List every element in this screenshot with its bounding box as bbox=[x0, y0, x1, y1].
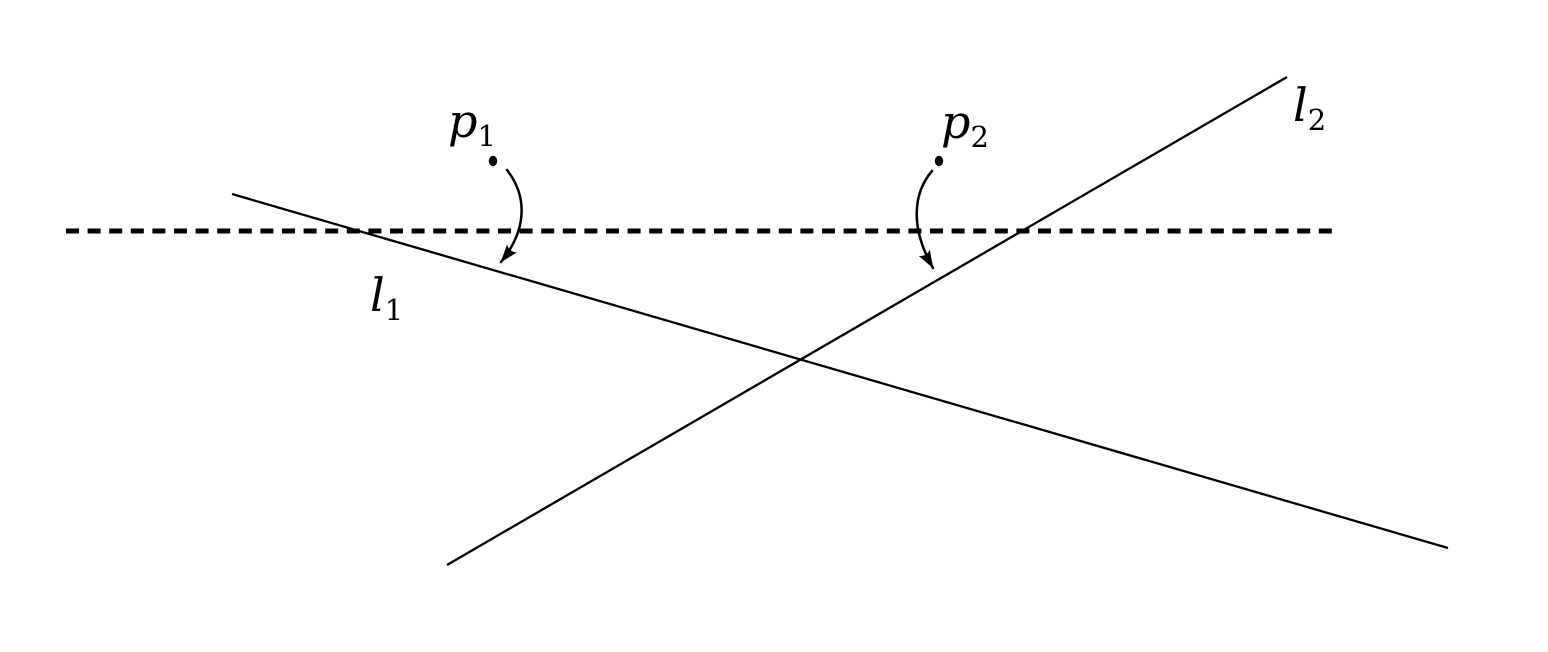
label-p2-subscript: 2 bbox=[970, 120, 989, 154]
label-l1-base: l bbox=[370, 268, 385, 322]
line-l2 bbox=[446, 76, 1288, 566]
label-l2: l2 bbox=[1293, 82, 1326, 135]
point-p2-dot bbox=[934, 155, 944, 167]
arrow-p1-to-l1 bbox=[499, 168, 523, 264]
label-p2: p2 bbox=[941, 99, 989, 152]
line-l1 bbox=[231, 192, 1449, 550]
label-p2-base: p bbox=[941, 95, 971, 149]
label-l1-subscript: 1 bbox=[384, 293, 404, 327]
arrow-p2-to-l2 bbox=[915, 169, 935, 270]
point-p1-dot bbox=[488, 155, 498, 167]
label-p1-subscript: 1 bbox=[477, 119, 496, 153]
label-l2-base: l bbox=[1293, 78, 1308, 132]
label-p1: p1 bbox=[448, 98, 496, 151]
label-p1-base: p bbox=[448, 94, 478, 148]
label-l1: l1 bbox=[370, 272, 403, 325]
label-l2-subscript: 2 bbox=[1307, 103, 1327, 137]
